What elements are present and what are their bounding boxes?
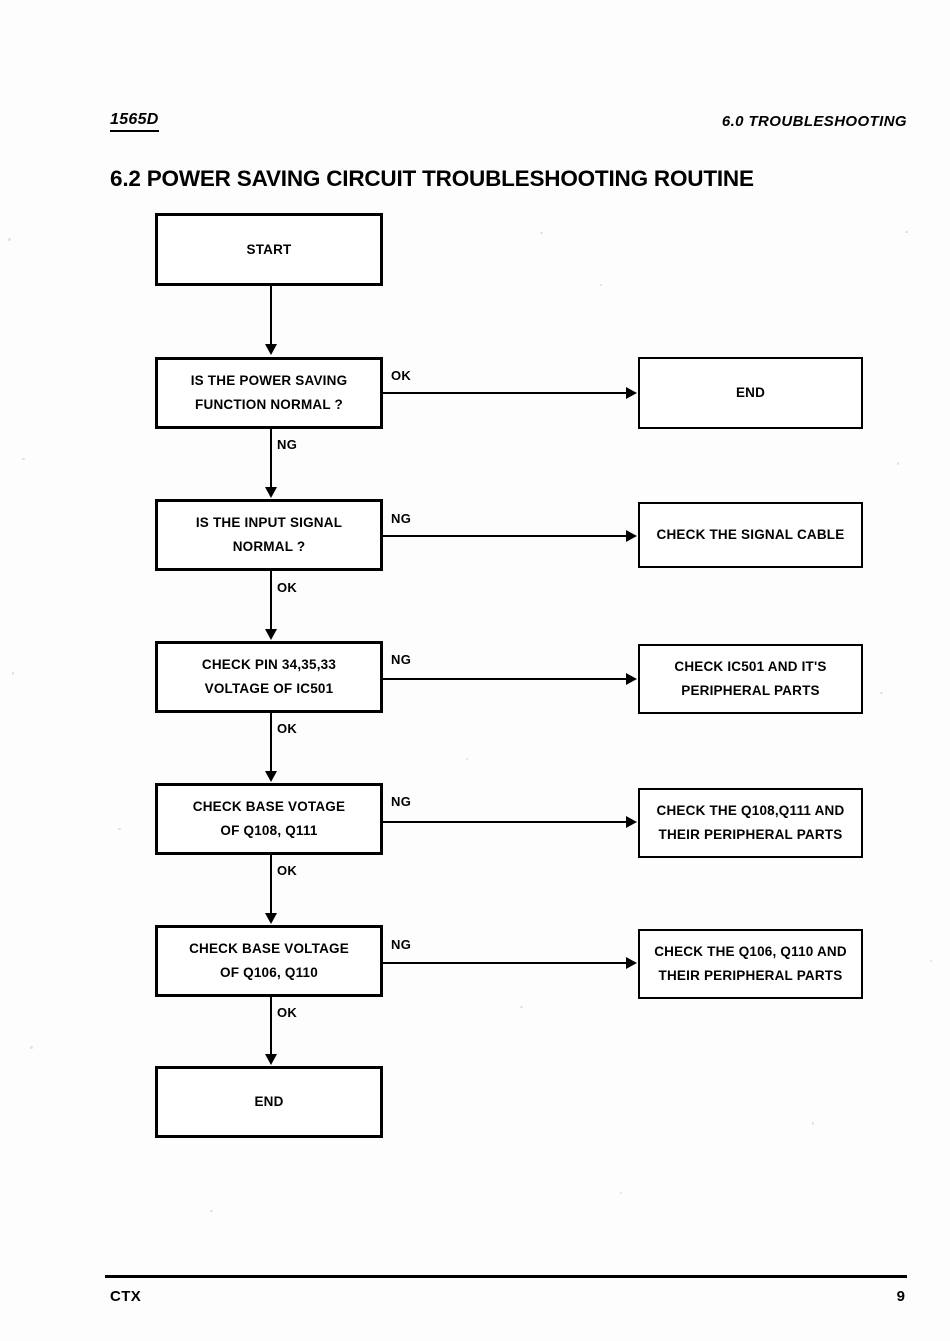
page-title: 6.2 POWER SAVING CIRCUIT TROUBLESHOOTING…: [110, 166, 754, 191]
flow-node-check-base-voltage-q108: CHECK BASE VOTAGE OF Q108, Q111: [155, 783, 383, 855]
arrowhead-q2-to-signal-cable: [626, 530, 637, 542]
scan-speckle: [880, 692, 883, 694]
flow-node-check-q108-q111-peripheral-line1: CHECK THE Q108,Q111 AND: [656, 803, 845, 819]
flow-node-end-bottom: END: [155, 1066, 383, 1138]
connector-q5-to-end: [270, 997, 272, 1055]
flow-node-check-q106-q110-peripheral-line1: CHECK THE Q106, Q110 AND: [654, 944, 847, 960]
connector-q2-to-q3: [270, 571, 272, 630]
connector-q1-to-q2: [270, 429, 272, 488]
edge-label-q3-right: NG: [391, 652, 412, 667]
edge-label-q4-down: OK: [277, 863, 298, 878]
flow-node-end-right: END: [638, 357, 863, 429]
flow-node-end-bottom-line1: END: [254, 1094, 284, 1110]
flow-node-power-saving-check: IS THE POWER SAVING FUNCTION NORMAL ?: [155, 357, 383, 429]
scan-speckle: [520, 1006, 523, 1008]
connector-q3-to-q4: [270, 713, 272, 772]
arrowhead-q4-to-q5: [265, 913, 277, 924]
flow-node-check-pin-voltage-line2: VOLTAGE OF IC501: [204, 681, 334, 696]
connector-q3-to-ic501: [383, 678, 627, 680]
footer-page-number: 9: [896, 1288, 905, 1305]
flow-node-check-pin-voltage: CHECK PIN 34,35,33 VOLTAGE OF IC501: [155, 641, 383, 713]
scan-speckle: [466, 758, 468, 760]
arrowhead-q5-to-end: [265, 1054, 277, 1065]
arrowhead-q3-to-ic501: [626, 673, 637, 685]
footer-brand: CTX: [110, 1288, 142, 1305]
connector-q5-to-q106-parts: [383, 962, 627, 964]
scan-speckle: [30, 1046, 33, 1049]
scan-speckle: [930, 960, 932, 962]
flow-node-start-line1: START: [246, 241, 292, 257]
flow-node-check-ic501-peripheral-line1: CHECK IC501 AND IT'S: [674, 659, 827, 675]
connector-start-to-q1: [270, 286, 272, 346]
flow-node-power-saving-check-line1: IS THE POWER SAVING: [190, 373, 348, 389]
flow-node-input-signal-check-line2: NORMAL ?: [232, 539, 306, 554]
flow-node-check-base-voltage-q106: CHECK BASE VOLTAGE OF Q106, Q110: [155, 925, 383, 997]
flow-node-check-ic501-peripheral-line2: PERIPHERAL PARTS: [681, 683, 820, 698]
scan-speckle: [620, 1192, 622, 1194]
edge-label-q4-right: NG: [391, 794, 412, 809]
header-section-name: 6.0 TROUBLESHOOTING: [721, 113, 907, 130]
scan-speckle: [8, 238, 11, 241]
arrowhead-q3-to-q4: [265, 771, 277, 782]
edge-label-q2-down: OK: [277, 580, 298, 595]
edge-label-q5-down: OK: [277, 1005, 298, 1020]
connector-q4-to-q108-parts: [383, 821, 627, 823]
connector-q1-to-end-right: [383, 392, 627, 394]
flow-node-check-signal-cable: CHECK THE SIGNAL CABLE: [638, 502, 863, 568]
flow-node-input-signal-check: IS THE INPUT SIGNAL NORMAL ?: [155, 499, 383, 571]
scan-speckle: [210, 1210, 213, 1212]
edge-label-q1-right: OK: [391, 368, 412, 383]
flow-node-check-base-voltage-q106-line2: OF Q106, Q110: [220, 965, 318, 980]
arrowhead-start-to-q1: [265, 344, 277, 355]
scan-speckle: [905, 231, 908, 233]
arrowhead-q1-to-q2: [265, 487, 277, 498]
scan-speckle: [812, 1122, 814, 1125]
flow-node-check-q106-q110-peripheral-line2: THEIR PERIPHERAL PARTS: [658, 968, 843, 983]
arrowhead-q5-to-q106-parts: [626, 957, 637, 969]
edge-label-q3-down: OK: [277, 721, 298, 736]
connector-q2-to-signal-cable: [383, 535, 627, 537]
connector-q4-to-q5: [270, 855, 272, 914]
flow-node-check-q106-q110-peripheral: CHECK THE Q106, Q110 AND THEIR PERIPHERA…: [638, 929, 863, 999]
edge-label-q1-down: NG: [277, 437, 298, 452]
scan-speckle: [118, 828, 121, 830]
arrowhead-q2-to-q3: [265, 629, 277, 640]
flow-node-check-q108-q111-peripheral: CHECK THE Q108,Q111 AND THEIR PERIPHERAL…: [638, 788, 863, 858]
scan-speckle: [12, 672, 14, 675]
scan-speckle: [600, 284, 602, 286]
scan-speckle: [540, 232, 543, 234]
flow-node-check-q108-q111-peripheral-line2: THEIR PERIPHERAL PARTS: [658, 827, 843, 842]
arrowhead-q4-to-q108-parts: [626, 816, 637, 828]
flow-node-input-signal-check-line1: IS THE INPUT SIGNAL: [195, 515, 343, 531]
flow-node-check-signal-cable-line1: CHECK THE SIGNAL CABLE: [656, 527, 845, 543]
edge-label-q5-right: NG: [391, 937, 412, 952]
flow-node-start: START: [155, 213, 383, 286]
scan-speckle: [22, 458, 25, 460]
flow-node-check-base-voltage-q108-line1: CHECK BASE VOTAGE: [192, 799, 346, 815]
flow-node-check-pin-voltage-line1: CHECK PIN 34,35,33: [201, 657, 337, 673]
footer-divider: [105, 1275, 907, 1278]
header-model-number: 1565D: [110, 111, 159, 132]
flow-node-end-right-line1: END: [735, 385, 766, 401]
flow-node-check-ic501-peripheral: CHECK IC501 AND IT'S PERIPHERAL PARTS: [638, 644, 863, 714]
flow-node-check-base-voltage-q106-line1: CHECK BASE VOLTAGE: [189, 941, 349, 957]
arrowhead-q1-to-end-right: [626, 387, 637, 399]
flow-node-check-base-voltage-q108-line2: OF Q108, Q111: [220, 823, 318, 838]
flow-node-power-saving-check-line2: FUNCTION NORMAL ?: [195, 397, 343, 412]
scan-speckle: [897, 462, 899, 465]
edge-label-q2-right: NG: [391, 511, 412, 526]
